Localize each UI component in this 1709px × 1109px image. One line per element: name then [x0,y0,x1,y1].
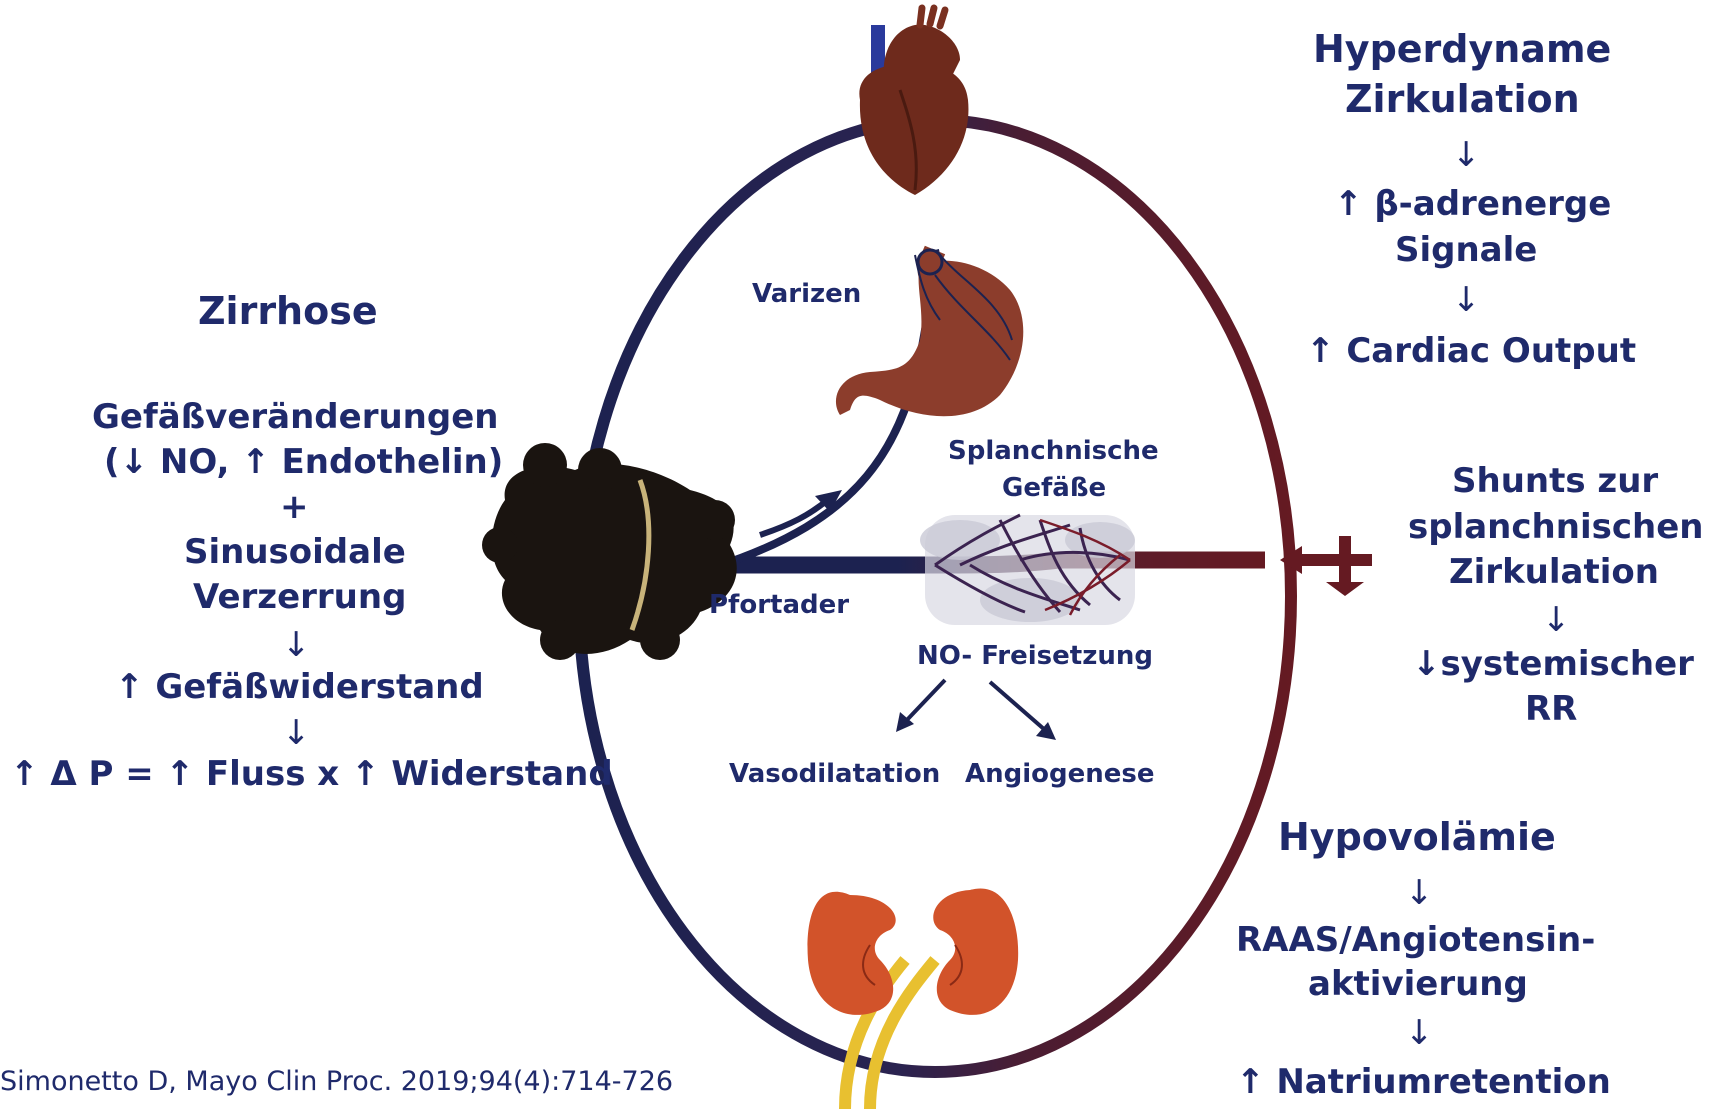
right-mid-line-1: Shunts zur [1452,459,1658,503]
right-mid-line-4: ↓systemischer [1412,642,1694,686]
stomach-illustration [836,250,1023,416]
left-line-5: ↑ Gefäßwiderstand [115,665,484,709]
vasodilatation-label: Vasodilatation [729,756,940,792]
no-release-label: NO- Freisetzung [917,638,1153,674]
right-top-line-3: ↑ Cardiac Output [1306,329,1636,373]
right-mid-arrow: ↓ [1542,600,1571,640]
splanch-label-1: Splanchnische [948,433,1159,469]
right-mid-line-2: splanchnischen [1408,505,1703,549]
right-bottom-line-2: aktivierung [1308,962,1528,1006]
right-bottom-line-3: ↑ Natriumretention [1236,1060,1611,1104]
angiogenese-label: Angiogenese [965,756,1155,792]
right-mid-line-3: Zirkulation [1449,550,1659,594]
left-arrow-1: ↓ [282,625,311,665]
left-line-1: Gefäßveränderungen [92,395,498,439]
splanch-label-2: Gefäße [1002,470,1106,506]
right-top-line-1: ↑ β-adrenerge [1334,182,1611,226]
heart-illustration [859,8,968,195]
right-bottom-arrow-1: ↓ [1405,873,1434,913]
left-line-6: ↑ Δ P = ↑ Fluss x ↑ Widerstand [10,752,613,796]
right-top-title-1: Hyperdyname [1313,26,1611,72]
varizen-label: Varizen [752,276,861,312]
left-plus: + [280,485,309,529]
liver-illustration [482,443,737,660]
right-mid-line-5: RR [1525,687,1577,731]
pfortader-label: Pfortader [709,587,849,623]
right-bottom-arrow-2: ↓ [1405,1013,1434,1053]
right-top-arrow-2: ↓ [1452,280,1481,320]
left-line-3: Sinusoidale [184,530,406,574]
hypovolaemie-title: Hypovolämie [1278,814,1556,860]
splanchnic-vessels-illustration [920,515,1135,625]
no-arrow-left-icon [905,680,945,722]
left-line-4: Verzerrung [193,575,406,619]
right-top-arrow-1: ↓ [1452,135,1481,175]
left-arrow-2: ↓ [282,713,311,753]
right-top-line-2: Signale [1395,228,1537,272]
right-top-title-2: Zirkulation [1345,76,1580,122]
zirrhose-title: Zirrhose [198,288,378,334]
no-arrow-right-icon [990,682,1045,730]
left-line-2: (↓ NO, ↑ Endothelin) [104,440,503,484]
right-bottom-line-1: RAAS/Angiotensin- [1236,918,1595,962]
citation: Simonetto D, Mayo Clin Proc. 2019;94(4):… [0,1066,673,1097]
